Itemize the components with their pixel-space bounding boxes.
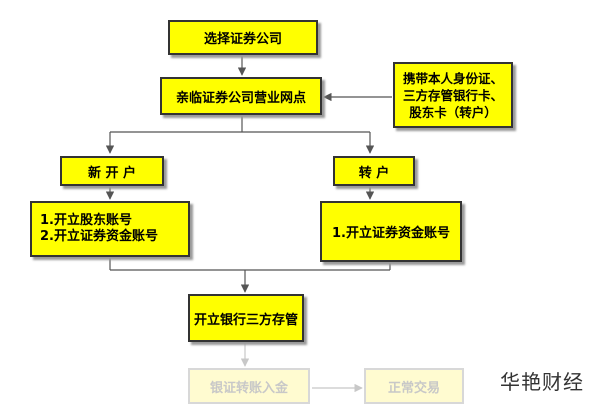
trading-box: 正常交易 [364,368,464,404]
visit-branch-box: 亲临证券公司营业网点 [160,77,322,115]
watermark: 华艳财经 [500,370,584,394]
bank-custody-label: 开立银行三方存管 [193,312,298,328]
bank-custody-box: 开立银行三方存管 [188,294,304,342]
bank-transfer-box: 银证转账入金 [188,368,310,404]
new-account-steps-box: 1.开立股东账号 2.开立证券资金账号 [30,201,190,257]
transfer-label: 转 户 [358,165,390,181]
requirement-line: 携带本人身份证、 [402,70,503,86]
requirement-line: 股东卡（转户） [409,104,497,120]
new-account-label: 新 开 户 [87,165,137,181]
transfer-steps-box: 1.开立证券资金账号 [320,201,462,262]
requirements-box: 携带本人身份证、 三方存管银行卡、 股东卡（转户） [393,62,513,128]
transfer-step-1: 1.开立证券资金账号 [332,226,450,241]
trading-label: 正常交易 [387,380,440,396]
select-firm-label: 选择证券公司 [203,32,282,47]
new-step-1: 1.开立股东账号 [40,213,132,228]
requirement-line: 三方存管银行卡、 [402,87,503,103]
bank-transfer-label: 银证转账入金 [209,380,288,396]
new-step-2: 2.开立证券资金账号 [40,229,158,244]
new-account-box: 新 开 户 [60,156,164,186]
visit-branch-label: 亲临证券公司营业网点 [175,90,306,106]
transfer-box: 转 户 [333,156,415,186]
select-firm-box: 选择证券公司 [168,20,318,55]
